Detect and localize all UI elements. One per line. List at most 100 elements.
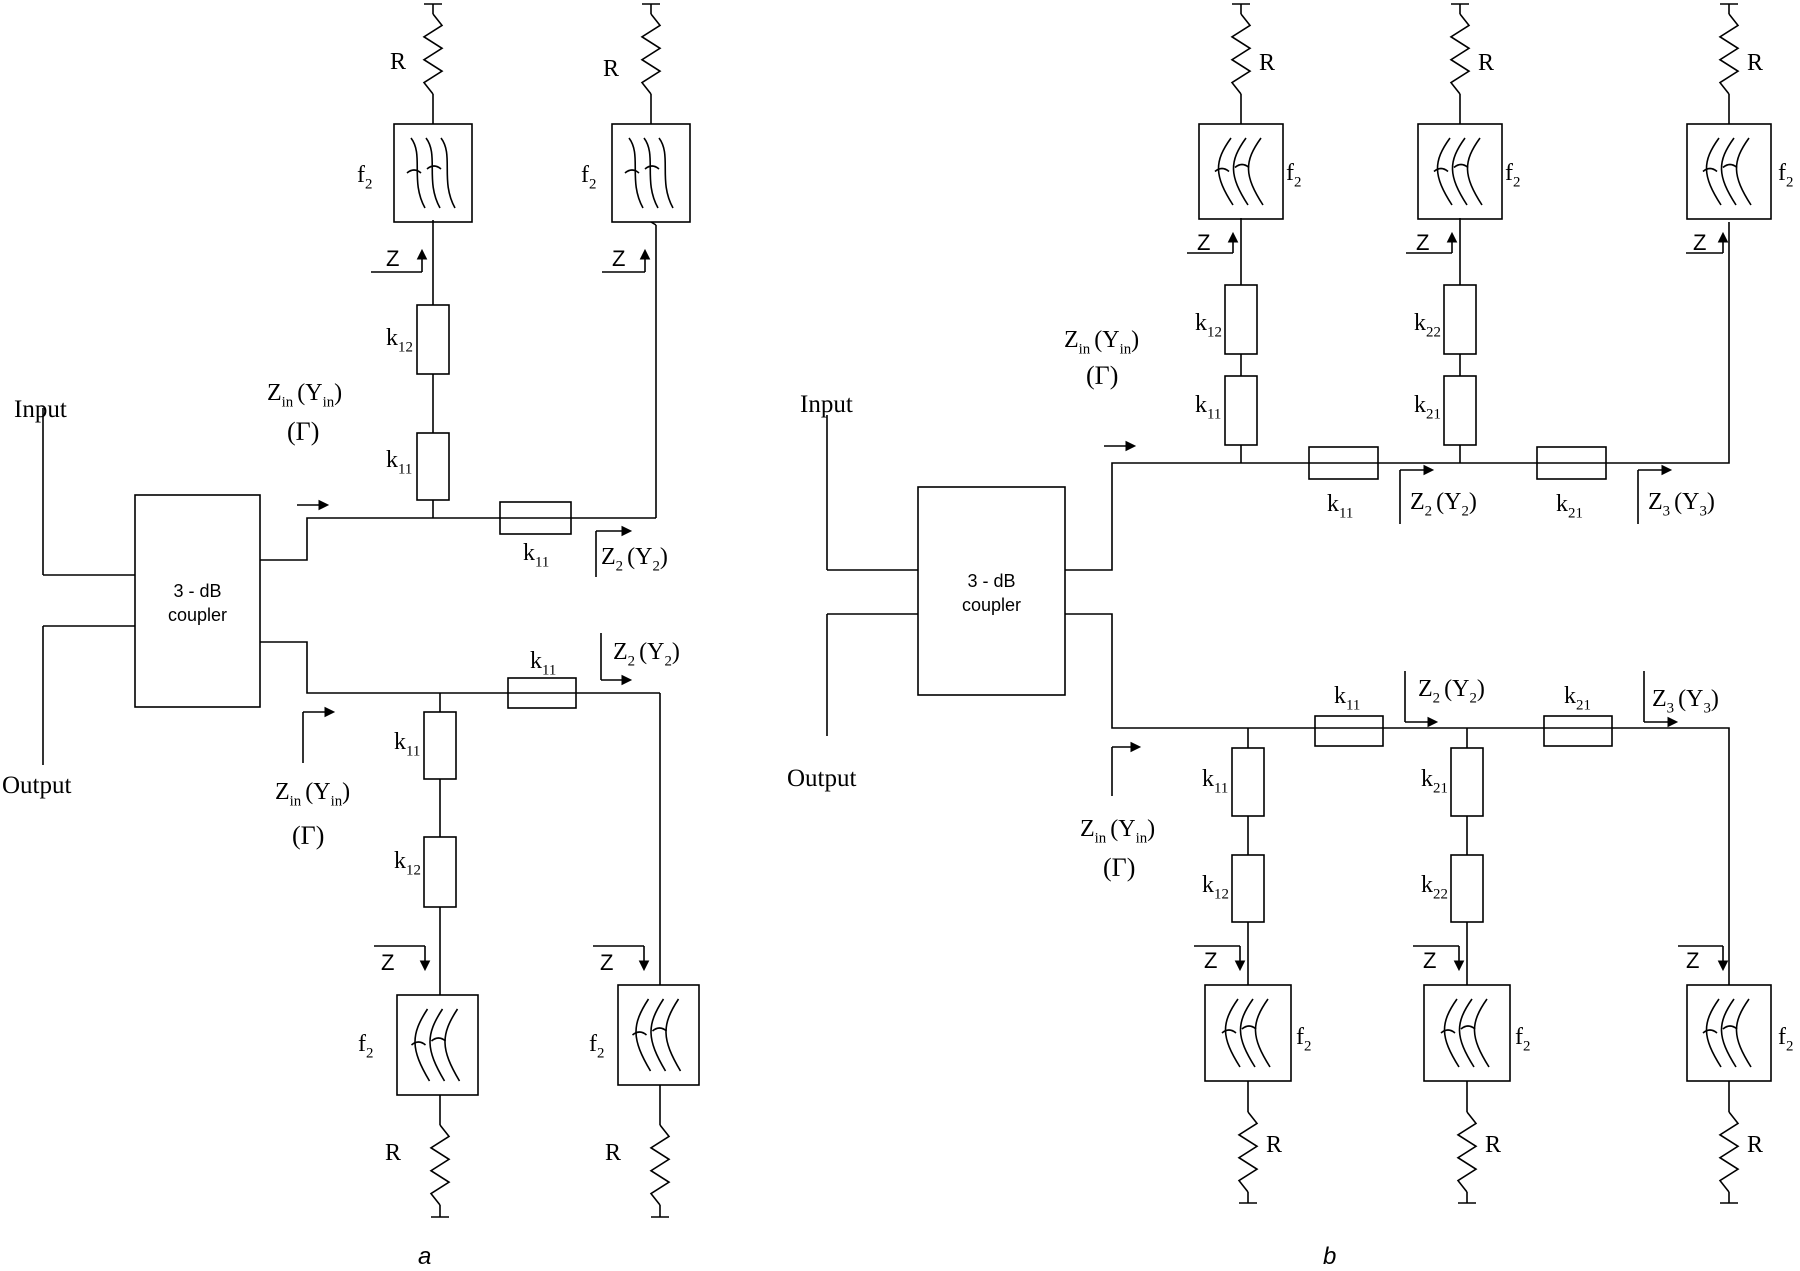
ref-arrow-icon	[1423, 464, 1435, 476]
filter-wave-icon	[643, 137, 659, 209]
z-label: Z	[381, 950, 394, 975]
filter-label: f2	[1515, 1024, 1530, 1055]
z-arrow-icon	[638, 960, 650, 972]
filter-wave-icon	[1232, 137, 1249, 206]
filter-wave-icon	[406, 165, 442, 174]
k12-vertical-block	[416, 304, 450, 375]
k11-label: k11	[386, 447, 412, 478]
input-label: Input	[800, 391, 853, 418]
k11-block	[1308, 446, 1379, 480]
coupler-box	[917, 486, 1066, 696]
k11-label: k11	[1334, 683, 1360, 714]
ref-arrow-icon	[1130, 741, 1142, 753]
z-label: Z	[1686, 948, 1699, 973]
filter-wave-icon	[1433, 163, 1469, 173]
resistor-zigzag	[649, 1124, 671, 1206]
z-arrow-icon	[1717, 960, 1729, 972]
filter-label: f2	[581, 162, 596, 193]
resistor-label: R	[390, 49, 406, 75]
filter-wave-icon	[631, 1027, 668, 1036]
filter-wave-icon	[1214, 163, 1250, 173]
filter-wave-icon	[440, 137, 456, 209]
coupling-block	[1231, 854, 1265, 923]
coupling-block	[1450, 854, 1484, 923]
ref-arrow-icon	[324, 706, 336, 718]
filter-wave-icon	[1720, 998, 1737, 1068]
coupling-block	[1443, 284, 1477, 355]
filter-wave-icon	[1221, 1025, 1257, 1034]
resistor-zigzag	[422, 13, 444, 95]
filter-label: f2	[1296, 1024, 1311, 1055]
output-label: Output	[2, 772, 72, 799]
k12-label: k12	[386, 325, 413, 356]
filter-wave-icon	[410, 137, 426, 209]
filter-block	[1686, 984, 1772, 1082]
z2-label: Z2(Y2)	[613, 639, 680, 670]
ref-arrow-icon	[621, 674, 633, 686]
z-label: Z	[612, 246, 625, 271]
input-label: Input	[14, 396, 67, 423]
resistor-label: R	[1747, 1132, 1763, 1158]
zin-label: Zin(Yin)	[1064, 327, 1139, 358]
z-arrow-icon	[639, 248, 651, 260]
filter-block	[617, 984, 700, 1086]
filter-block	[1686, 123, 1772, 220]
z-label: Z	[600, 950, 613, 975]
resistor-zigzag	[1230, 13, 1252, 95]
z-label: Z	[1416, 230, 1429, 255]
resistor-label: R	[603, 56, 619, 82]
panel-label-b: b	[1323, 1243, 1336, 1270]
filter-wave-icon	[650, 998, 667, 1072]
filter-wave-icon	[1735, 998, 1752, 1068]
filter-block	[1423, 984, 1511, 1082]
output-label: Output	[787, 765, 857, 792]
filter-wave-icon	[1443, 998, 1460, 1068]
k21-label: k21	[1421, 766, 1448, 797]
resistor-label: R	[385, 1140, 401, 1166]
filter-wave-icon	[1705, 137, 1722, 206]
gamma-label: (Γ)	[1103, 853, 1135, 882]
k11-block	[499, 501, 572, 535]
filter-block	[1417, 123, 1503, 220]
k11-vertical-block	[423, 711, 457, 780]
gamma-label: (Γ)	[292, 821, 324, 850]
k12-vertical-block	[423, 836, 457, 908]
filter-wave-icon	[1473, 998, 1490, 1068]
filter-wave-icon	[425, 137, 441, 209]
ref-arrow-icon	[1427, 716, 1439, 728]
resistor-zigzag	[1449, 13, 1471, 95]
filter-label: f2	[1286, 160, 1301, 191]
z-arrow-icon	[1234, 960, 1246, 972]
panel-label-a: a	[418, 1243, 431, 1270]
resistor-label: R	[1747, 50, 1763, 76]
z2-label: Z2(Y2)	[601, 544, 668, 575]
ref-arrow-icon	[1667, 716, 1679, 728]
k11-vertical-block	[416, 432, 450, 501]
resistor-zigzag	[1237, 1111, 1259, 1193]
filter-wave-icon	[1224, 998, 1241, 1068]
filter-wave-icon	[1254, 998, 1271, 1068]
z-arrow-icon	[419, 960, 431, 972]
k11-label: k11	[1327, 491, 1353, 522]
filter-block	[1198, 123, 1284, 220]
ref-arrow-icon	[621, 525, 633, 537]
resistor-label: R	[1259, 50, 1275, 76]
k21-label: k21	[1564, 683, 1591, 714]
resistor-zigzag	[1718, 13, 1740, 95]
coupling-block	[1231, 747, 1265, 817]
coupling-block	[1450, 747, 1484, 817]
z-arrow-icon	[1453, 960, 1465, 972]
filter-wave-icon	[429, 1008, 446, 1082]
k11-block	[507, 677, 577, 709]
gamma-label: (Γ)	[1086, 361, 1118, 390]
z-arrow-icon	[416, 248, 428, 260]
k11-label: k11	[523, 540, 549, 571]
k21-block	[1543, 715, 1613, 747]
filter-wave-icon	[1239, 998, 1256, 1068]
filter-wave-icon	[444, 1008, 461, 1082]
coupler-label: coupler	[962, 595, 1021, 615]
resistor-zigzag	[1718, 1111, 1740, 1193]
z-label: Z	[1204, 948, 1217, 973]
z-label: Z	[386, 246, 399, 271]
